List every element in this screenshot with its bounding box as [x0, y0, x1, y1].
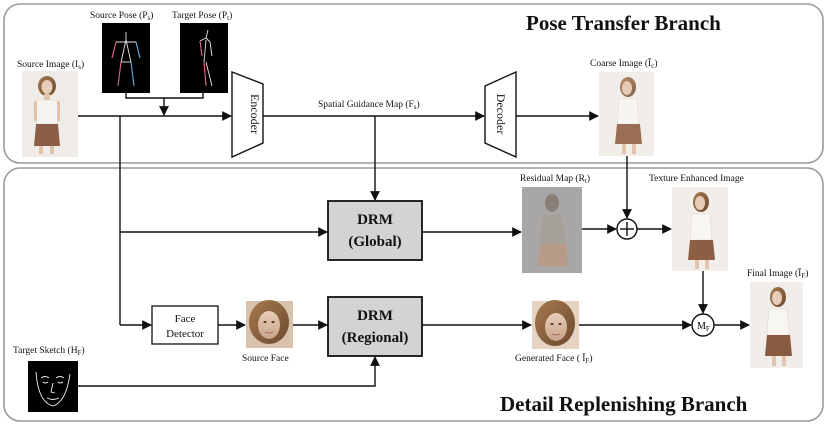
- drm-regional-title: DRM: [357, 308, 393, 324]
- decoder-label: Decoder: [494, 94, 508, 135]
- source-face-label: Source Face: [242, 354, 289, 364]
- residual-map-image: [522, 187, 582, 273]
- merge-label: MF: [697, 321, 710, 333]
- generated-face-label: Generated Face ( ĪF): [515, 353, 593, 365]
- spatial-guidance-map-label: Spatial Guidance Map (Fs): [318, 99, 420, 111]
- decoder-block: Decoder: [484, 70, 517, 159]
- flow-arrows: [78, 93, 750, 387]
- encoder-label: Encoder: [248, 94, 262, 134]
- texture-enhanced-image: [672, 187, 728, 271]
- pose-transfer-title: Pose Transfer Branch: [526, 11, 721, 35]
- drm-global-subtitle: (Global): [348, 234, 401, 250]
- coarse-image: [599, 72, 654, 156]
- residual-map-label: Residual Map (Rt): [520, 173, 590, 185]
- drm-global-title: DRM: [357, 212, 393, 228]
- coarse-image-label: Coarse Image (Īc): [590, 58, 657, 70]
- target-pose-image: [180, 23, 228, 93]
- source-face-image: [246, 300, 293, 348]
- source-pose-label: Source Pose (Ps): [90, 10, 153, 22]
- face-detector-line2: Detector: [166, 328, 204, 340]
- drm-regional-block: DRM (Regional): [327, 296, 423, 357]
- target-sketch-label: Target Sketch (HF): [13, 345, 85, 357]
- texture-enhanced-image-label: Texture Enhanced Image: [649, 174, 744, 184]
- final-image: [750, 282, 803, 368]
- face-detector-line1: Face: [175, 313, 196, 325]
- plus-operator: [616, 218, 638, 240]
- drm-regional-subtitle: (Regional): [342, 330, 409, 346]
- merge-operator: MF: [691, 313, 715, 337]
- source-image-label: Source Image (Is): [17, 59, 84, 71]
- target-sketch-image: [28, 361, 78, 412]
- generated-face-image: [532, 300, 579, 349]
- detail-replenishing-title: Detail Replenishing Branch: [500, 392, 748, 416]
- drm-global-block: DRM (Global): [327, 200, 423, 261]
- source-image: [22, 71, 78, 157]
- encoder-block: Encoder: [231, 70, 264, 159]
- source-pose-image: [102, 23, 150, 93]
- final-image-label: Final Image (ĪF): [747, 268, 808, 280]
- target-pose-label: Target Pose (Pt): [172, 10, 232, 22]
- face-detector-block: Face Detector: [151, 305, 219, 345]
